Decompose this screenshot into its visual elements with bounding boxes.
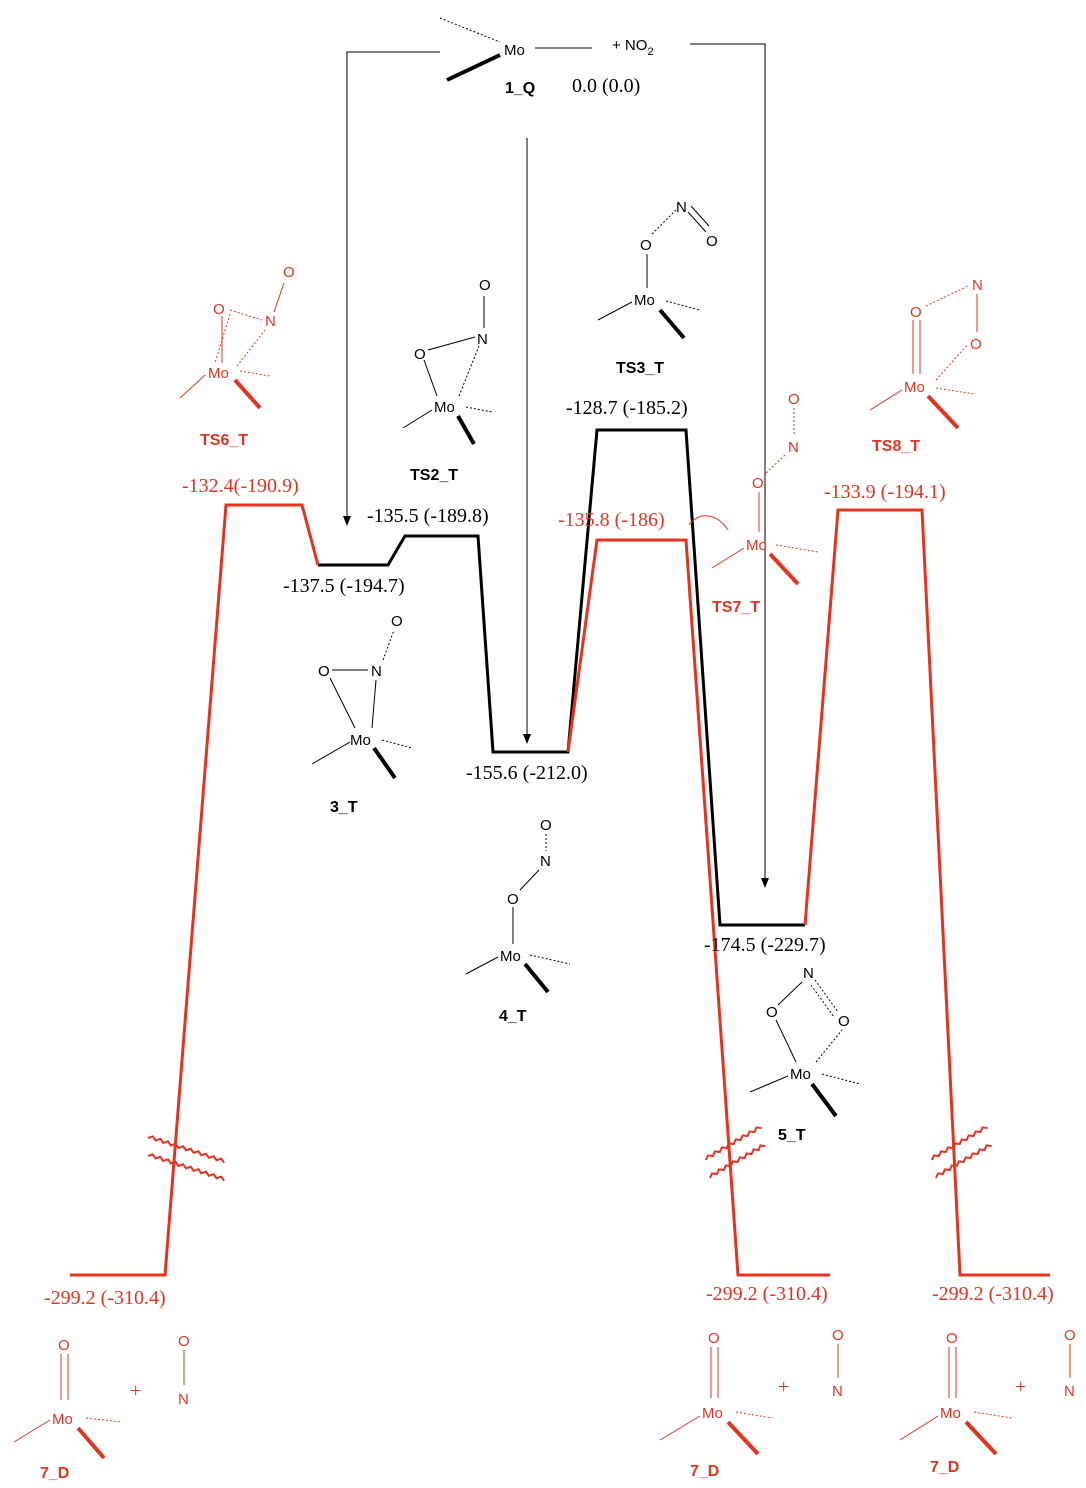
atom-o-no-left: O xyxy=(178,1333,190,1350)
plus-7d-left: + xyxy=(130,1380,141,1402)
label-3t: 3_T xyxy=(330,799,358,816)
atom-mo-3t: Mo xyxy=(350,732,371,749)
energy-3t: -137.5 (-194.7) xyxy=(283,575,405,597)
atom-mo-4t: Mo xyxy=(500,948,521,965)
atom-mo-7d-left: Mo xyxy=(52,1411,73,1428)
reagent-label: + NO xyxy=(612,37,647,54)
atom-n-no-left: N xyxy=(178,1391,189,1408)
plus-7d-middle: + xyxy=(778,1376,789,1398)
atom-o-ts7: O xyxy=(752,475,764,492)
energy-ts6: -132.4(-190.9) xyxy=(182,475,299,497)
atom-n-no-right: N xyxy=(1064,1383,1075,1400)
structure-ts2: O N O Mo TS2_T -135.5 (-189.8) xyxy=(367,277,493,527)
atom-o-5t: O xyxy=(766,1004,778,1021)
structure-7d-middle: -299.2 (-310.4) O Mo + O N 7_D xyxy=(659,1283,844,1480)
reagent-no2: + NO2 xyxy=(612,37,654,58)
energy-1q: 0.0 (0.0) xyxy=(572,75,640,97)
atom-mo-ts7: Mo xyxy=(746,537,767,554)
atom-o2-ts7: O xyxy=(788,391,800,408)
atom-mo-ts8: Mo xyxy=(904,379,925,396)
atom-n-ts7: N xyxy=(788,439,799,456)
label-4t: 4_T xyxy=(499,1008,527,1025)
plus-7d-right: + xyxy=(1015,1376,1026,1398)
atom-o-no-right: O xyxy=(1064,1327,1076,1344)
label-1q: 1_Q xyxy=(505,80,535,97)
atom-o-ts2: O xyxy=(414,346,426,363)
atom-o-no-middle: O xyxy=(832,1327,844,1344)
energy-7d-middle: -299.2 (-310.4) xyxy=(706,1283,828,1305)
atom-o-ts6: O xyxy=(213,301,225,318)
atom-o2-3t: O xyxy=(391,613,403,630)
label-ts3: TS3_T xyxy=(616,360,664,377)
atom-o-7d-left: O xyxy=(58,1337,70,1354)
atom-mo-ts6: Mo xyxy=(208,365,229,382)
atom-n-no-middle: N xyxy=(832,1383,843,1400)
atom-o-ts3: O xyxy=(640,237,652,254)
atom-o-7d-right: O xyxy=(946,1330,958,1347)
axis-breaks xyxy=(147,1126,992,1182)
label-5t: 5_T xyxy=(778,1127,806,1144)
atom-n-5t: N xyxy=(803,965,814,982)
energy-ts3: -128.7 (-185.2) xyxy=(566,397,688,419)
label-ts8: TS8_T xyxy=(872,438,920,455)
atom-o2-4t: O xyxy=(540,817,552,834)
atom-o-7d-middle: O xyxy=(708,1330,720,1347)
atom-o2-5t: O xyxy=(838,1013,850,1030)
atom-n-4t: N xyxy=(540,853,551,870)
structure-ts8: N O O Mo TS8_T -133.9 (-194.1) xyxy=(824,277,983,503)
atom-mo-1q: Mo xyxy=(504,42,525,59)
entry-arrows xyxy=(343,43,769,888)
label-7d-middle: 7_D xyxy=(690,1463,719,1480)
atom-o-4t: O xyxy=(507,891,519,908)
doublet-paths xyxy=(70,503,1050,1277)
reagent-subscript: 2 xyxy=(647,46,653,58)
structure-3t: O N O Mo 3_T -137.5 (-194.7) xyxy=(283,575,413,816)
atom-mo-7d-right: Mo xyxy=(940,1405,961,1422)
atom-n-ts3: N xyxy=(676,199,687,216)
structure-7d-right: -299.2 (-310.4) O Mo + O N 7_D xyxy=(899,1283,1076,1476)
structure-1q: Mo + NO2 1_Q 0.0 (0.0) xyxy=(439,17,654,97)
label-ts7: TS7_T xyxy=(712,599,760,616)
atom-mo-ts3: Mo xyxy=(634,292,655,309)
atom-mo-ts2: Mo xyxy=(434,399,455,416)
label-ts6: TS6_T xyxy=(200,432,248,449)
structure-ts3: N O O Mo TS3_T -128.7 (-185.2) xyxy=(566,199,718,419)
energy-ts8: -133.9 (-194.1) xyxy=(824,481,946,503)
label-7d-right: 7_D xyxy=(930,1459,959,1476)
atom-o2-ts6: O xyxy=(283,264,295,281)
energy-4t: -155.6 (-212.0) xyxy=(466,762,588,784)
energy-7d-left: -299.2 (-310.4) xyxy=(44,1287,166,1309)
atom-mo-5t: Mo xyxy=(790,1066,811,1083)
label-ts2: TS2_T xyxy=(410,467,458,484)
label-7d-left: 7_D xyxy=(40,1465,69,1482)
structure-ts7: O N O Mo TS7_T -135.8 (-186) xyxy=(558,391,819,616)
atom-n-3t: N xyxy=(371,663,382,680)
atom-n-ts2: N xyxy=(477,331,488,348)
atom-o2-ts3: O xyxy=(706,233,718,250)
structure-ts6: O N O Mo TS6_T -132.4(-190.9) xyxy=(179,264,299,497)
energy-ts7: -135.8 (-186) xyxy=(558,509,665,531)
atom-o-3t: O xyxy=(318,663,330,680)
energy-7d-right: -299.2 (-310.4) xyxy=(932,1283,1054,1305)
atom-o-ts8: O xyxy=(910,304,922,321)
atom-n-ts6: N xyxy=(265,313,276,330)
atom-o2-ts8: O xyxy=(970,336,982,353)
triplet-path xyxy=(318,428,805,927)
atom-n-ts8: N xyxy=(972,277,983,294)
structure-4t: O N O Mo 4_T -155.6 (-212.0) xyxy=(465,762,588,1025)
structure-5t: N O O Mo 5_T -174.5 (-229.7) xyxy=(704,934,861,1144)
energy-ts2: -135.5 (-189.8) xyxy=(367,505,489,527)
atom-o2-ts2: O xyxy=(479,277,491,294)
structure-7d-left: -299.2 (-310.4) O Mo + O N 7_D xyxy=(13,1287,190,1482)
energy-5t: -174.5 (-229.7) xyxy=(704,934,826,956)
atom-mo-7d-middle: Mo xyxy=(702,1405,723,1422)
